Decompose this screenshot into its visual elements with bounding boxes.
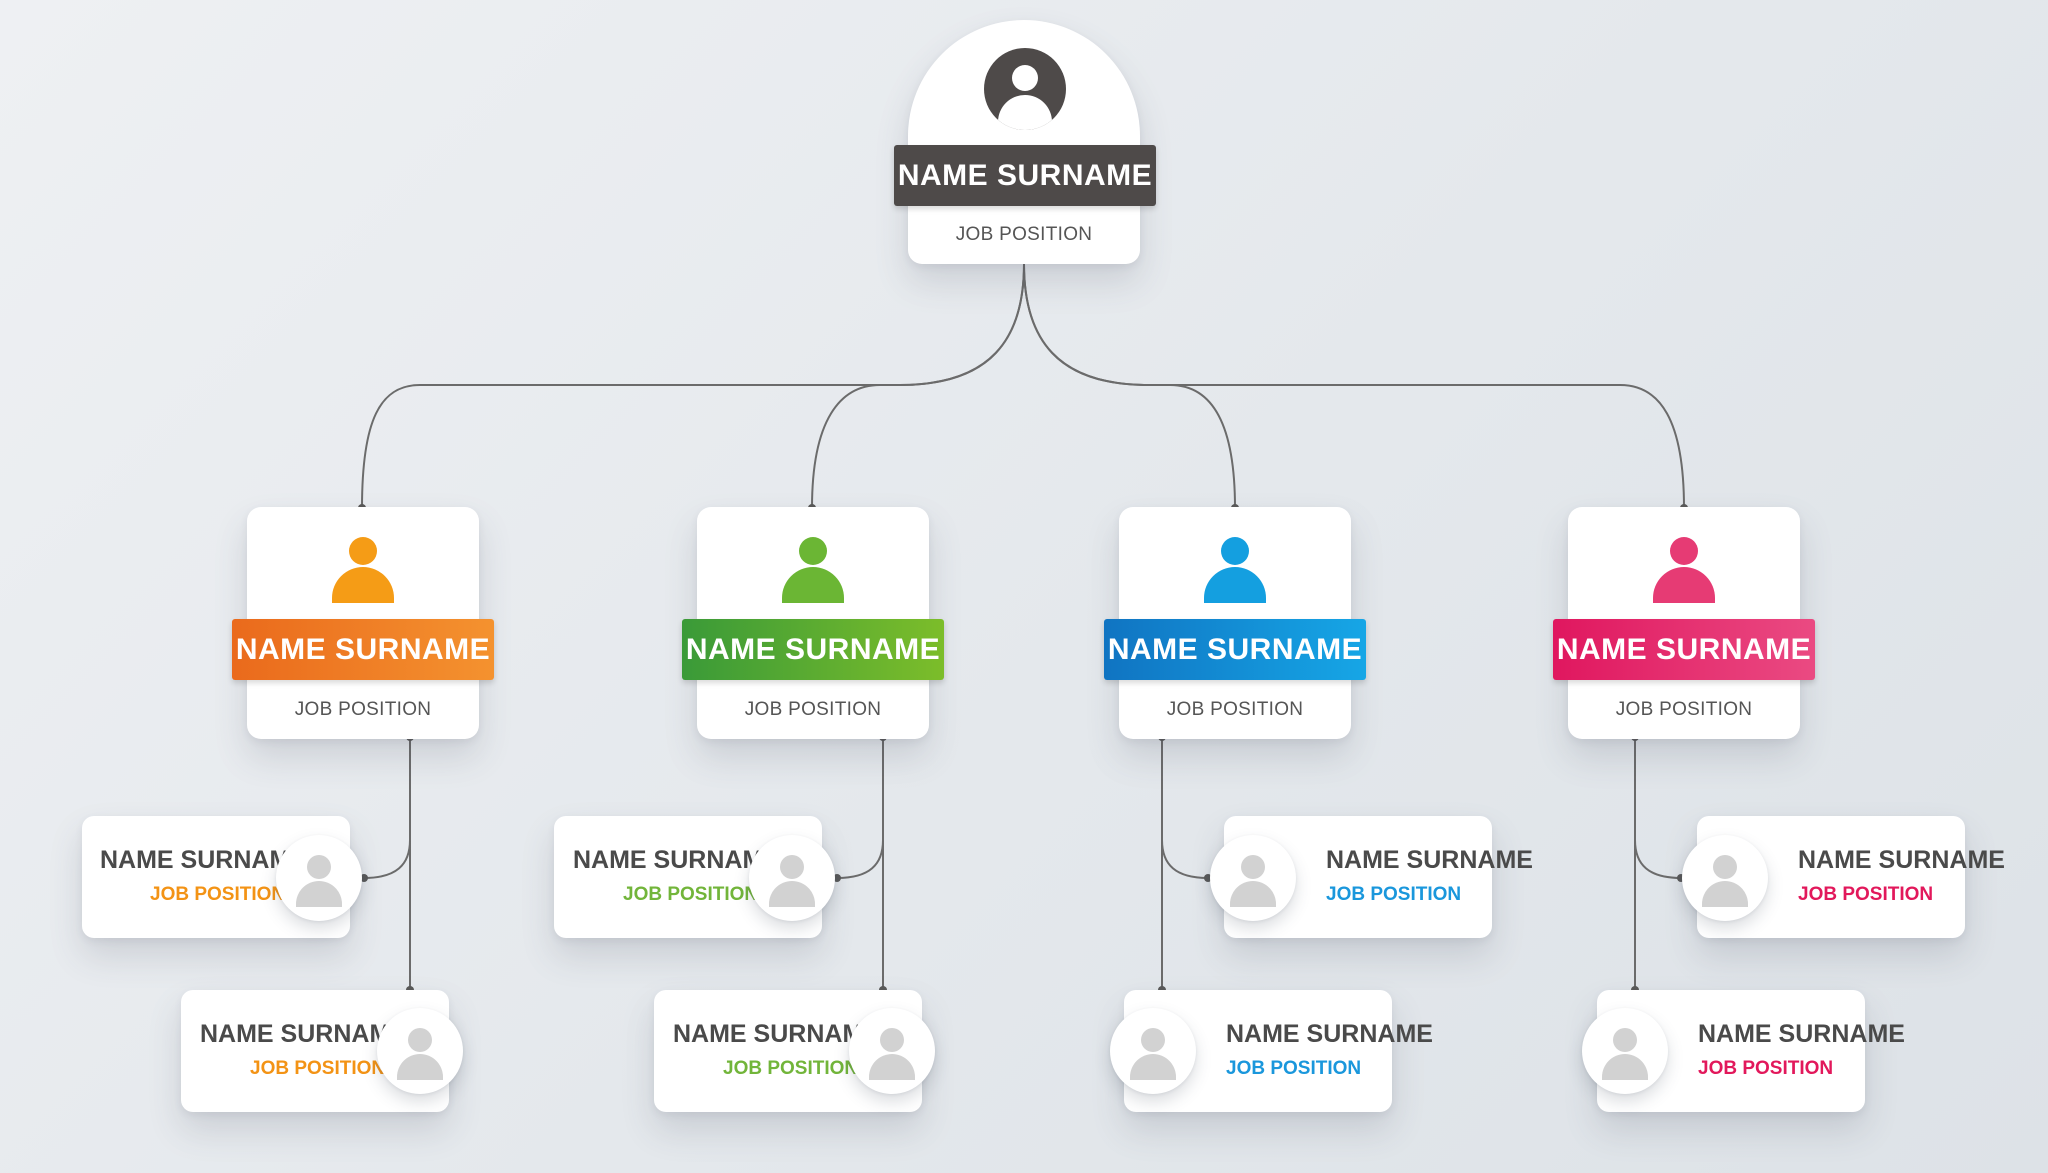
connector-root-to-manager-2 xyxy=(811,263,1025,509)
staff-name: NAME SURNAME xyxy=(1326,846,1533,874)
user-avatar-icon xyxy=(749,835,835,921)
staff-name: NAME SURNAME xyxy=(200,1020,407,1048)
manager-name-bar: NAME SURNAME xyxy=(682,619,944,680)
connector-manager-2-staff-1 xyxy=(836,839,884,879)
manager-job-position: JOB POSITION xyxy=(744,699,882,720)
staff-job-position: JOB POSITION xyxy=(723,1058,859,1079)
staff-name: NAME SURNAME xyxy=(100,846,307,874)
staff-name: NAME SURNAME xyxy=(1798,846,2005,874)
user-avatar-icon xyxy=(849,1008,935,1094)
connector-root-to-manager-1 xyxy=(361,263,1025,509)
staff-job-position: JOB POSITION xyxy=(623,884,759,905)
root-job-position: JOB POSITION xyxy=(955,224,1093,245)
staff-name: NAME SURNAME xyxy=(573,846,780,874)
user-avatar-icon xyxy=(377,1008,463,1094)
staff-job-position: JOB POSITION xyxy=(1326,884,1462,905)
user-icon xyxy=(782,537,844,603)
connector-manager-3-staff-1 xyxy=(1161,839,1209,879)
staff-name: NAME SURNAME xyxy=(1226,1020,1433,1048)
user-avatar-icon xyxy=(1682,835,1768,921)
staff-name: NAME SURNAME xyxy=(673,1020,880,1048)
user-icon xyxy=(1653,537,1715,603)
connector-root-to-manager-4 xyxy=(1023,263,1685,509)
connector-manager-4-staff-1 xyxy=(1634,839,1682,879)
connector-dot xyxy=(833,874,841,882)
root-name-bar: NAME SURNAME xyxy=(894,145,1156,206)
user-avatar-icon xyxy=(1582,1008,1668,1094)
connector-dot xyxy=(360,874,368,882)
user-avatar-icon xyxy=(276,835,362,921)
user-avatar-icon xyxy=(984,48,1066,130)
manager-name-bar: NAME SURNAME xyxy=(1553,619,1815,680)
user-icon xyxy=(1204,537,1266,603)
manager-job-position: JOB POSITION xyxy=(1615,699,1753,720)
staff-job-position: JOB POSITION xyxy=(250,1058,386,1079)
staff-job-position: JOB POSITION xyxy=(1798,884,1934,905)
user-icon xyxy=(332,537,394,603)
staff-job-position: JOB POSITION xyxy=(1698,1058,1834,1079)
staff-job-position: JOB POSITION xyxy=(150,884,286,905)
connector-manager-1-staff-1 xyxy=(363,839,411,879)
staff-name: NAME SURNAME xyxy=(1698,1020,1905,1048)
manager-job-position: JOB POSITION xyxy=(1166,699,1304,720)
user-avatar-icon xyxy=(1110,1008,1196,1094)
manager-name-bar: NAME SURNAME xyxy=(1104,619,1366,680)
manager-job-position: JOB POSITION xyxy=(294,699,432,720)
staff-job-position: JOB POSITION xyxy=(1226,1058,1362,1079)
user-avatar-icon xyxy=(1210,835,1296,921)
manager-name-bar: NAME SURNAME xyxy=(232,619,494,680)
